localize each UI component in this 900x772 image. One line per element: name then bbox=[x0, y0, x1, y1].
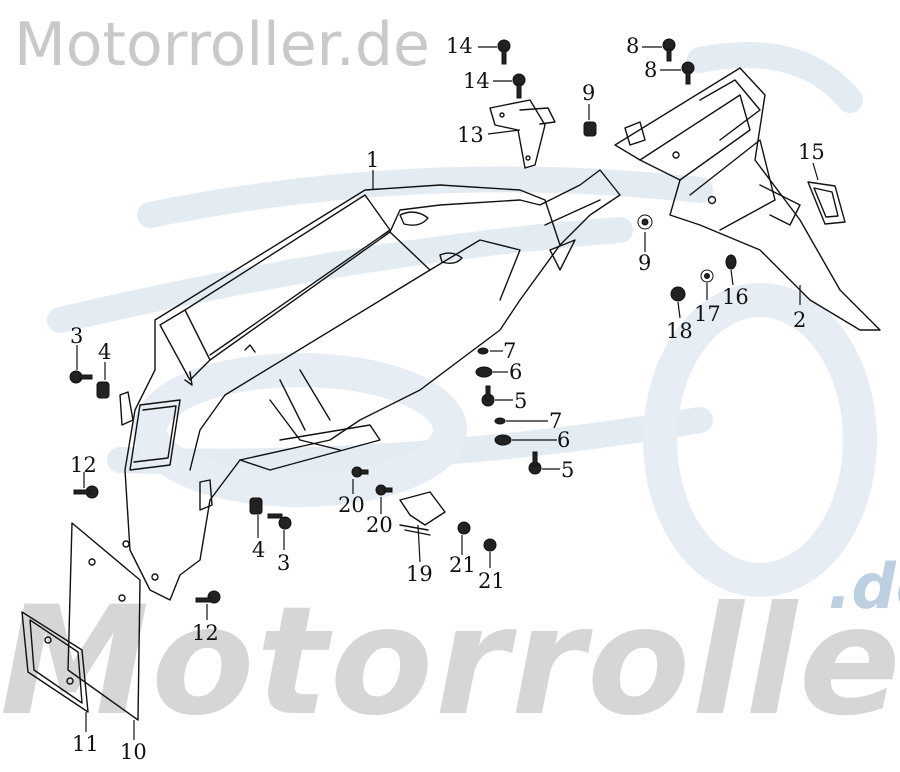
callout-12-upper: 12 bbox=[70, 453, 97, 477]
plate-pad-part-11 bbox=[21, 611, 89, 713]
callout-20-left: 20 bbox=[338, 493, 365, 517]
clip-part-19 bbox=[399, 491, 446, 536]
callout-8-lower: 8 bbox=[644, 58, 658, 82]
mudguard-part-2 bbox=[614, 67, 881, 331]
callout-2: 2 bbox=[793, 308, 807, 332]
screw-part-5-lower bbox=[528, 451, 542, 475]
nut-part-9-upper bbox=[583, 121, 597, 137]
callout-5-lower: 5 bbox=[561, 458, 575, 482]
callout-21-right: 21 bbox=[478, 569, 505, 593]
callout-14-upper: 14 bbox=[446, 34, 473, 58]
bolt-part-14-upper bbox=[497, 39, 511, 65]
reflector-part-15 bbox=[807, 181, 846, 225]
callout-1: 1 bbox=[366, 148, 380, 172]
bracket-part-13 bbox=[489, 99, 556, 169]
callout-7-lower: 7 bbox=[549, 409, 563, 433]
callout-8-upper: 8 bbox=[626, 34, 640, 58]
callout-13: 13 bbox=[457, 123, 484, 147]
callout-6-lower: 6 bbox=[557, 428, 571, 452]
leader-lines bbox=[76, 46, 819, 740]
callout-17: 17 bbox=[694, 302, 721, 326]
watermark-suffix: .de bbox=[828, 550, 900, 623]
washer-part-6-lower bbox=[494, 434, 512, 446]
callout-10: 10 bbox=[120, 740, 147, 764]
bolt-part-12-upper bbox=[73, 485, 99, 499]
rear-fender-part-1 bbox=[119, 169, 621, 601]
nut-part-9-lower bbox=[637, 214, 653, 230]
callout-20-right: 20 bbox=[366, 513, 393, 537]
clip-part-7-lower bbox=[494, 417, 506, 425]
watermark-top: Motorroller.de bbox=[14, 10, 430, 80]
washer-part-17 bbox=[700, 269, 714, 283]
callout-11: 11 bbox=[72, 732, 99, 756]
callout-7-upper: 7 bbox=[503, 339, 517, 363]
bolt-part-12-lower bbox=[195, 590, 221, 604]
nut-part-21-right bbox=[483, 538, 497, 552]
callout-4-right: 4 bbox=[252, 538, 266, 562]
screw-part-20-right bbox=[375, 484, 393, 496]
callout-19: 19 bbox=[406, 562, 433, 586]
nut-part-21-left bbox=[457, 521, 471, 535]
callout-16: 16 bbox=[722, 285, 749, 309]
callout-6-upper: 6 bbox=[509, 360, 523, 384]
bolt-part-3-left bbox=[69, 370, 93, 384]
nut-part-4-right bbox=[249, 497, 263, 515]
nut-part-18 bbox=[670, 286, 686, 302]
nut-part-16 bbox=[725, 254, 737, 270]
clip-part-7-upper bbox=[477, 347, 489, 355]
callout-12-lower: 12 bbox=[192, 621, 219, 645]
watermark-bottom: Motorroller bbox=[0, 575, 900, 749]
callout-21-left: 21 bbox=[449, 553, 476, 577]
nut-part-4-left bbox=[96, 381, 110, 399]
bolt-part-8-lower bbox=[681, 61, 695, 85]
callout-9-lower: 9 bbox=[638, 251, 652, 275]
callout-9-upper: 9 bbox=[582, 81, 596, 105]
callout-3-right: 3 bbox=[277, 551, 291, 575]
callout-5-upper: 5 bbox=[514, 389, 528, 413]
callout-4-left: 4 bbox=[98, 340, 112, 364]
callout-15: 15 bbox=[798, 140, 825, 164]
callout-14-lower: 14 bbox=[463, 69, 490, 93]
bolt-part-14-lower bbox=[512, 73, 526, 99]
bolt-part-8-upper bbox=[662, 38, 676, 62]
license-plate-holder-part-10 bbox=[67, 522, 141, 721]
callout-18: 18 bbox=[666, 319, 693, 343]
bolt-part-3-right bbox=[267, 513, 292, 530]
washer-part-6-upper bbox=[475, 366, 493, 378]
screw-part-5-upper bbox=[481, 385, 495, 407]
callout-3-left: 3 bbox=[70, 324, 84, 348]
screw-part-20-left bbox=[351, 466, 369, 478]
